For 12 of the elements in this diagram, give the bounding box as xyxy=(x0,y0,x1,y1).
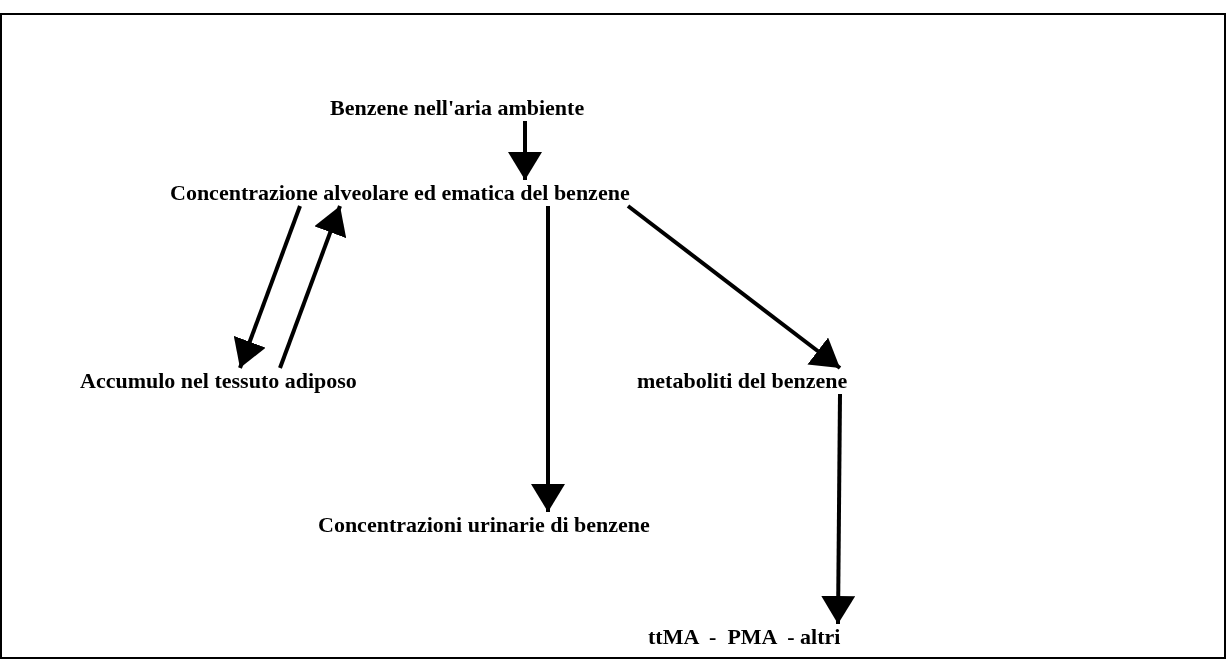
arrow xyxy=(278,205,347,369)
node-label: metaboliti del benzene xyxy=(637,368,848,394)
arrow xyxy=(626,204,842,370)
node-label: Accumulo nel tessuto adiposo xyxy=(80,368,357,394)
arrow xyxy=(233,205,302,369)
node-label: Concentrazione alveolare ed ematica del benzene xyxy=(170,180,630,206)
arrow xyxy=(531,206,565,512)
node-label: Benzene nell'aria ambiente xyxy=(330,95,585,121)
node-label: Concentrazioni urinarie di benzene xyxy=(318,512,650,538)
arrow xyxy=(821,393,856,625)
arrow xyxy=(508,121,542,180)
node-label: ttMA - PMA - altri xyxy=(648,624,841,650)
